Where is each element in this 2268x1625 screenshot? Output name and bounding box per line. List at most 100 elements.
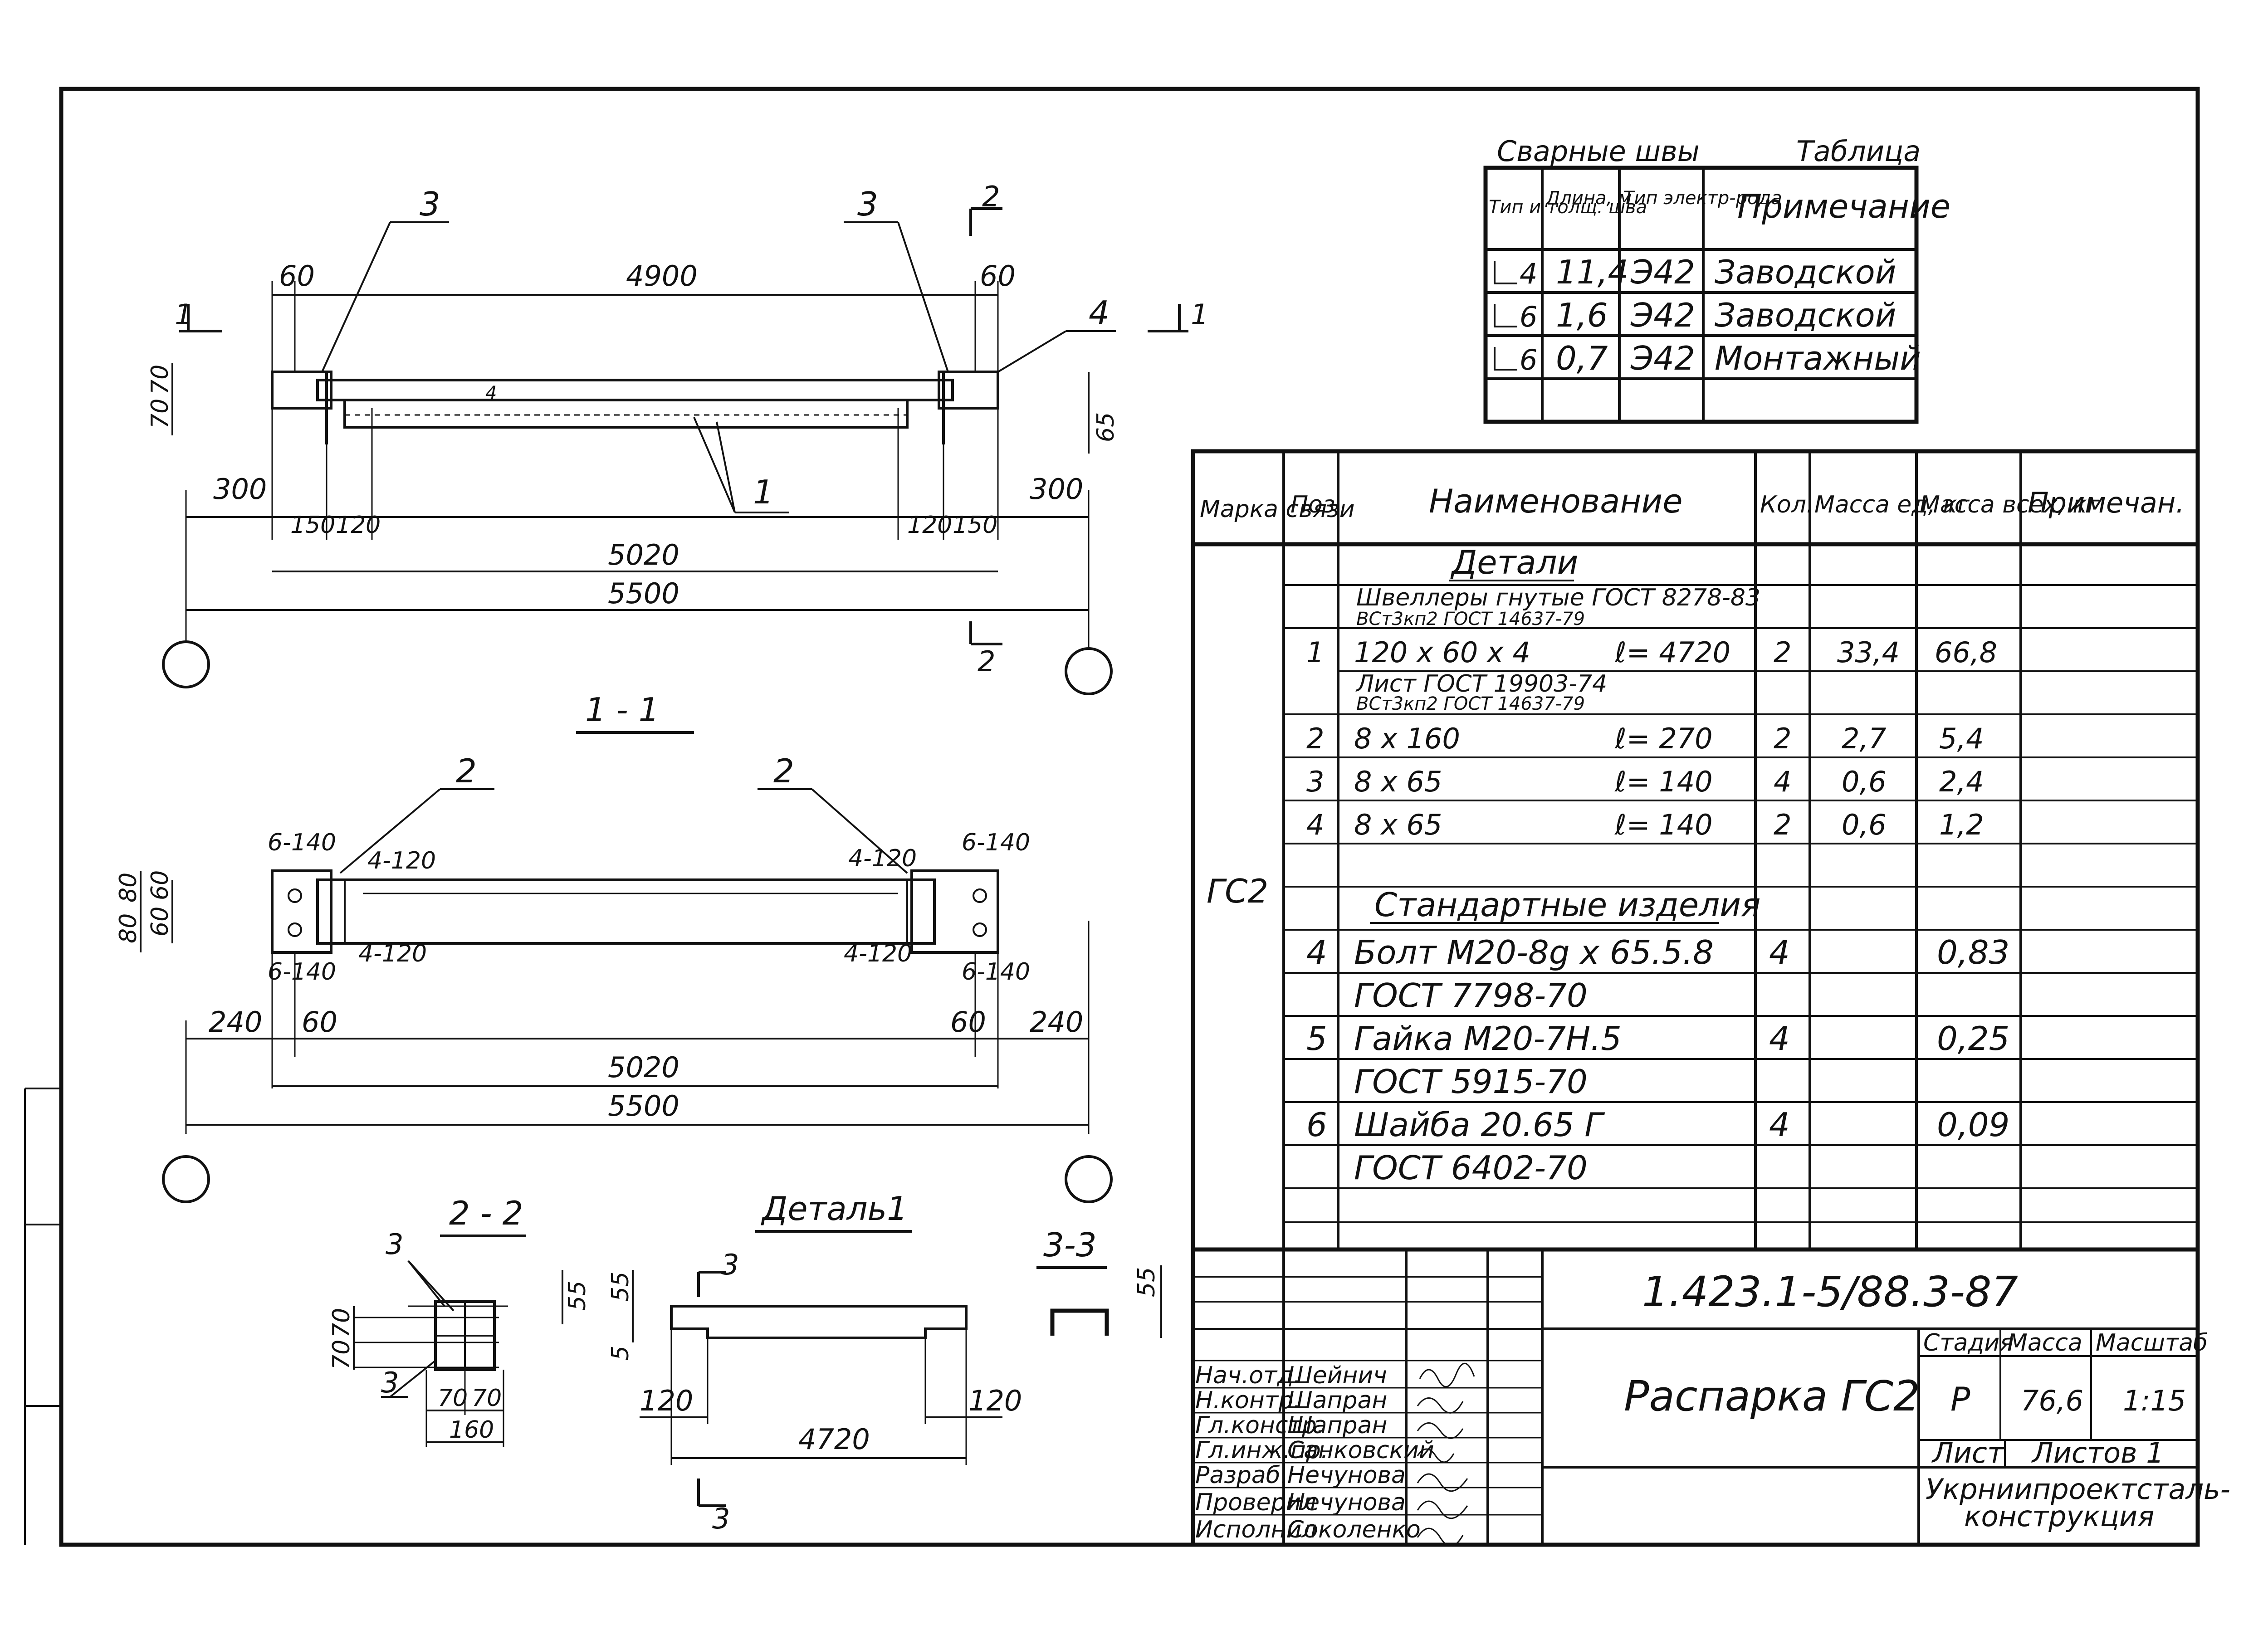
weld-note: 4-120 — [367, 847, 436, 874]
svg-text:ℓ= 140: ℓ= 140 — [1614, 808, 1713, 841]
svg-text:4: 4 — [1769, 1020, 1790, 1058]
weld-note: 4-120 — [358, 940, 427, 967]
gusset-right — [910, 869, 999, 954]
dim-text: 5 — [607, 1346, 634, 1361]
svg-text:Соколенко: Соколенко — [1287, 1516, 1421, 1543]
position-label: 4 — [1089, 294, 1110, 332]
svg-text:66,8: 66,8 — [1935, 636, 1997, 669]
dim-text: 70 — [328, 1308, 355, 1338]
position-label: 3 — [386, 1228, 403, 1261]
sheet-label: Лист — [1931, 1436, 2004, 1469]
svg-text:8 х 65: 8 х 65 — [1354, 808, 1442, 841]
title-block: 1.423.1-5/88.3-87 Распарка ГС2 Стадия Ма… — [1191, 1247, 2230, 1547]
signature-row: Разраб. Нечунова — [1195, 1462, 1406, 1489]
dim-text: 70 — [472, 1385, 502, 1412]
cut-label: 2 — [982, 180, 1000, 213]
cut-label: 2 — [978, 645, 995, 678]
svg-text:Гл.инж.пр.: Гл.инж.пр. — [1195, 1437, 1328, 1464]
axis-marker — [1065, 1155, 1113, 1203]
svg-text:0,25: 0,25 — [1937, 1020, 2009, 1058]
view-title: 1 - 1 — [585, 691, 659, 729]
binding-strip — [24, 1088, 61, 1545]
channel-top — [316, 379, 954, 401]
svg-text:4: 4 — [1306, 933, 1327, 971]
svg-text:33,4: 33,4 — [1837, 636, 1900, 669]
view-title: 3-3 — [1043, 1226, 1097, 1264]
svg-text:Э42: Э42 — [1630, 296, 1695, 334]
svg-text:Э42: Э42 — [1630, 253, 1695, 291]
dim-text: 60 — [980, 259, 1016, 293]
weld-note: 4-120 — [844, 940, 912, 967]
table-header: Поз. — [1290, 491, 1343, 518]
dim-text: 240 — [209, 1005, 262, 1039]
weld-note: 6-140 — [268, 829, 336, 856]
mass-header: Масса — [2007, 1329, 2082, 1357]
section-title: Детали — [1450, 543, 1578, 581]
svg-text:Э42: Э42 — [1630, 339, 1695, 377]
signature-row: Гл.инж.пр. Санковский — [1195, 1437, 1434, 1464]
svg-text:Шапран: Шапран — [1287, 1412, 1387, 1439]
dim-text: 4900 — [626, 259, 698, 293]
weld-table: Сварные швы Таблица Тип и толщ. шва Длин… — [1483, 135, 1950, 424]
dim-text: 5020 — [608, 538, 679, 571]
dim-text: 120 — [907, 512, 952, 539]
table-header: Масса ед, кг — [1814, 491, 1970, 518]
dim-text: 60 — [147, 870, 174, 900]
position-label: 3 — [381, 1366, 399, 1399]
table-row: 4 8 х 65 ℓ= 140 2 0,6 1,2 — [1306, 808, 1984, 841]
svg-text:4: 4 — [1769, 933, 1790, 971]
dim-text: 70 — [328, 1340, 355, 1370]
section-3-3: 3-3 55 — [1036, 1226, 1162, 1338]
dim-text: 55 — [607, 1272, 634, 1302]
dim-text: 120 — [336, 512, 381, 539]
bolt-hole — [973, 922, 987, 937]
axis-marker — [1065, 647, 1113, 695]
svg-text:Разраб.: Разраб. — [1195, 1462, 1288, 1489]
svg-text:4: 4 — [1769, 1106, 1790, 1144]
cut-label: 1 — [175, 298, 192, 331]
section-title: Стандартные изделия — [1374, 886, 1760, 924]
weld-note: 6-140 — [962, 958, 1030, 986]
dim-text: 80 — [115, 873, 142, 903]
weld-note: 6-140 — [962, 829, 1030, 856]
svg-text:2: 2 — [1306, 722, 1324, 755]
material-note: Лист ГОСТ 19903-74 — [1355, 670, 1607, 698]
signature-row: Нач.отд. Шейнич — [1195, 1362, 1387, 1389]
organization: конструкция — [1964, 1500, 2154, 1533]
svg-text:0,7: 0,7 — [1556, 339, 1608, 377]
dim-text: 160 — [449, 1416, 494, 1444]
svg-text:1,2: 1,2 — [1939, 808, 1984, 841]
svg-text:Нечунова: Нечунова — [1287, 1489, 1406, 1516]
dim-text: 65 — [1092, 412, 1119, 442]
drawing-title: Распарка ГС2 — [1624, 1372, 1920, 1420]
dim-text: 70 — [147, 399, 174, 429]
svg-text:Гайка М20-7Н.5: Гайка М20-7Н.5 — [1354, 1020, 1622, 1058]
dim-text: 60 — [279, 259, 315, 293]
svg-text:2,7: 2,7 — [1842, 722, 1887, 755]
table-header: Масса всех, кг — [1920, 491, 2100, 518]
table-row: 1 120 х 60 х 4 ℓ= 4720 2 33,4 66,8 — [1306, 636, 1997, 669]
detail-1: Деталь1 3 3 55 5 120 120 4720 — [607, 1190, 1022, 1535]
svg-text:Монтажный: Монтажный — [1715, 339, 1921, 377]
svg-text:Болт М20-8g х 65.5.8: Болт М20-8g х 65.5.8 — [1354, 933, 1714, 971]
svg-text:3: 3 — [1306, 765, 1324, 798]
dim-text: 120 — [968, 1384, 1022, 1417]
svg-text:Санковский: Санковский — [1287, 1437, 1434, 1464]
dim-text: 80 — [115, 913, 142, 943]
signature-row: Исполнил Соколенко — [1195, 1516, 1421, 1543]
svg-text:5,4: 5,4 — [1939, 722, 1984, 755]
position-label: 3 — [420, 185, 440, 223]
svg-text:8 х 65: 8 х 65 — [1354, 765, 1442, 798]
svg-text:2: 2 — [1774, 636, 1791, 669]
position-label: 2 — [456, 752, 477, 790]
table-row: 6 Шайба 20.65 Г 4 0,09 ГОСТ 6402-70 — [1306, 1106, 2009, 1187]
svg-text:8 х 160: 8 х 160 — [1354, 722, 1460, 755]
dim-text: 55 — [1133, 1267, 1160, 1297]
dim-text: 150 — [290, 512, 335, 539]
svg-text:1: 1 — [1306, 636, 1324, 669]
dim-text: 150 — [953, 512, 997, 539]
section-2-2: 2 - 2 70 70 55 70 70 160 3 3 — [328, 1194, 591, 1447]
svg-text:ГОСТ 7798-70: ГОСТ 7798-70 — [1354, 976, 1588, 1015]
channel-web — [316, 878, 936, 945]
top-view: 60 4900 60 70 70 65 300 150 120 120 150 … — [147, 180, 1208, 695]
